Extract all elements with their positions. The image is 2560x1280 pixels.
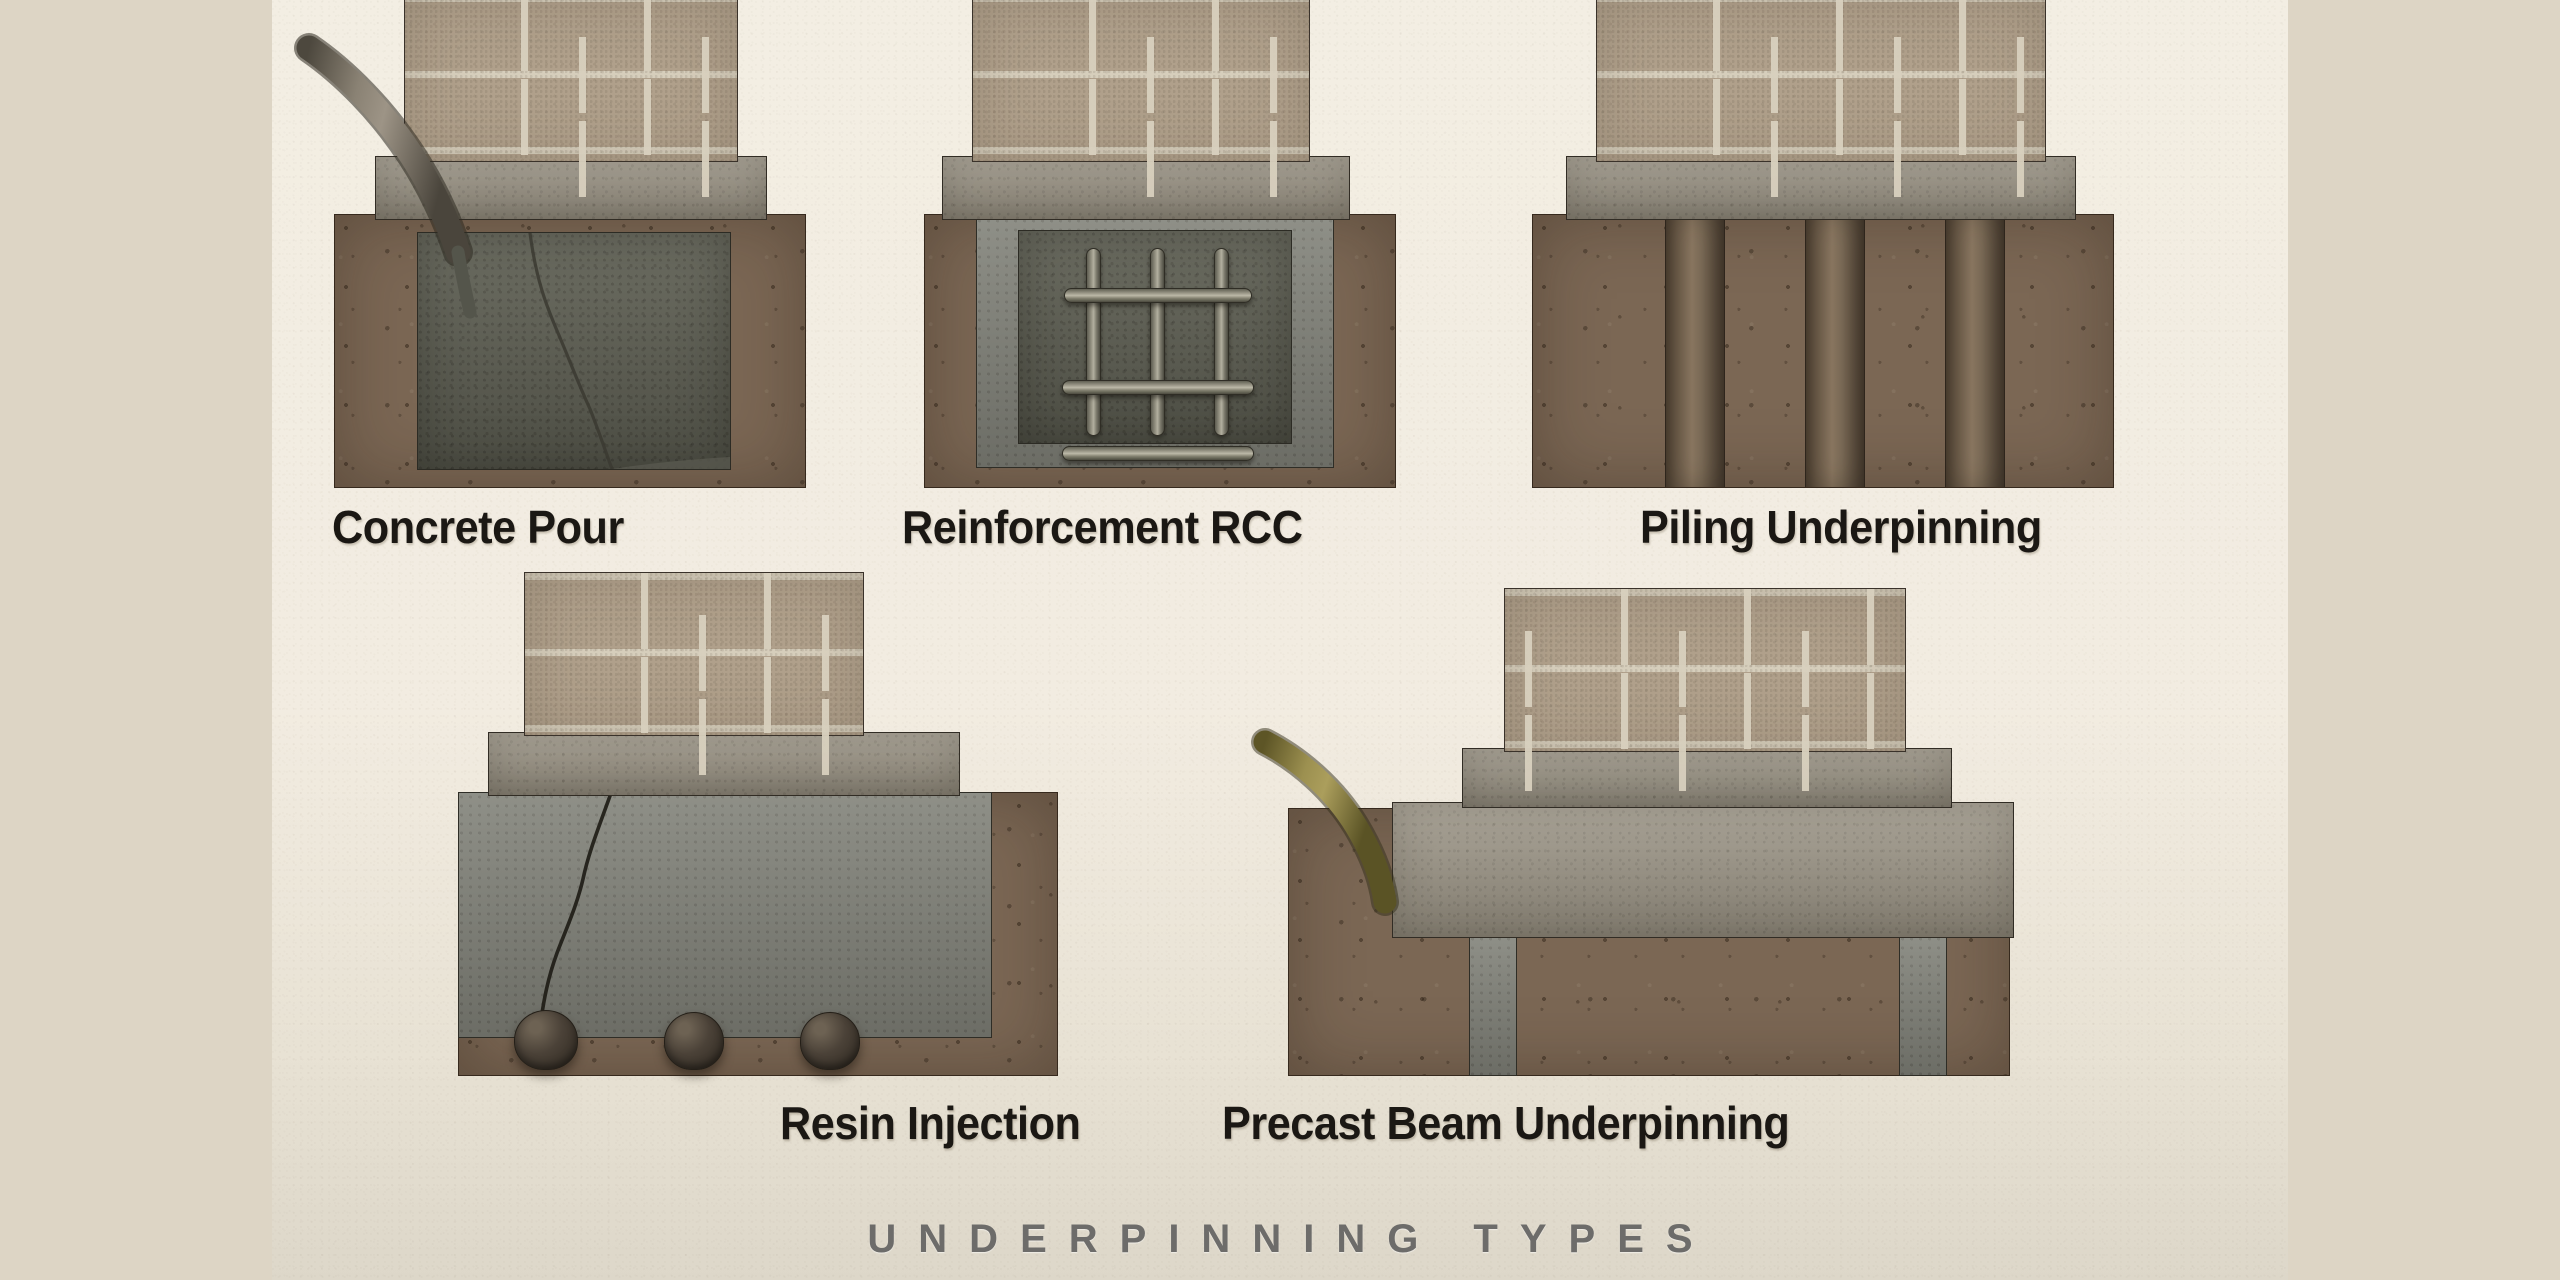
- panel-caption-piling-underpinning: Piling Underpinning: [1640, 501, 2042, 553]
- panel-caption-precast-beam-underpinning: Precast Beam Underpinning: [1222, 1097, 1790, 1149]
- panel-caption-concrete-pour: Concrete Pour: [332, 501, 624, 553]
- brick-wall: [404, 0, 738, 197]
- precast-beam: [1392, 802, 2014, 938]
- delivery-hose: [294, 33, 477, 319]
- rebar-horizontal: [1062, 380, 1254, 395]
- brick-wall: [1504, 588, 1906, 791]
- rebar-horizontal: [1064, 288, 1252, 303]
- pile: [1945, 215, 2005, 487]
- cracked-slab: [458, 792, 992, 1038]
- resin-bulb: [514, 1010, 578, 1070]
- rebar-horizontal: [1062, 446, 1254, 461]
- resin-bulb: [664, 1012, 724, 1070]
- panel-resin-injection: Resin Injection: [422, 572, 1102, 1180]
- soil-mass: [1532, 214, 2114, 488]
- panel-piling-underpinning: Piling Underpinning: [1522, 0, 2142, 580]
- concrete-settle-edge: [528, 233, 730, 469]
- brick-row: [1597, 121, 2045, 197]
- panel-reinforcement-rcc: Reinforcement RCC: [902, 0, 1502, 580]
- poster-footer-title: UNDERPINNING TYPES: [867, 1217, 1715, 1261]
- support-pier: [1469, 935, 1517, 1076]
- brick-wall: [1596, 0, 2046, 197]
- panel-precast-beam-underpinning: Precast Beam Underpinning: [1222, 580, 2072, 1180]
- illustration-canvas: Concrete Pour: [272, 0, 2288, 1280]
- brick-row: [973, 121, 1309, 197]
- brick-row: [405, 121, 737, 197]
- concrete-pour-pit: [417, 232, 731, 470]
- panel-concrete-pour: Concrete Pour: [272, 0, 872, 580]
- support-pier: [1899, 935, 1947, 1076]
- rebar-vertical: [1214, 248, 1229, 436]
- resin-bulb: [800, 1012, 860, 1070]
- brick-row: [525, 699, 863, 775]
- panel-caption-resin-injection: Resin Injection: [780, 1097, 1081, 1149]
- brick-wall: [972, 0, 1310, 197]
- pile: [1665, 215, 1725, 487]
- rebar-vertical: [1086, 248, 1101, 436]
- brick-wall: [524, 572, 864, 775]
- crack: [537, 793, 613, 1037]
- panel-caption-reinforcement-rcc: Reinforcement RCC: [902, 501, 1303, 553]
- rebar-vertical: [1150, 248, 1165, 436]
- injection-hose: [1251, 728, 1399, 916]
- brick-row: [1505, 715, 1905, 791]
- pile: [1805, 215, 1865, 487]
